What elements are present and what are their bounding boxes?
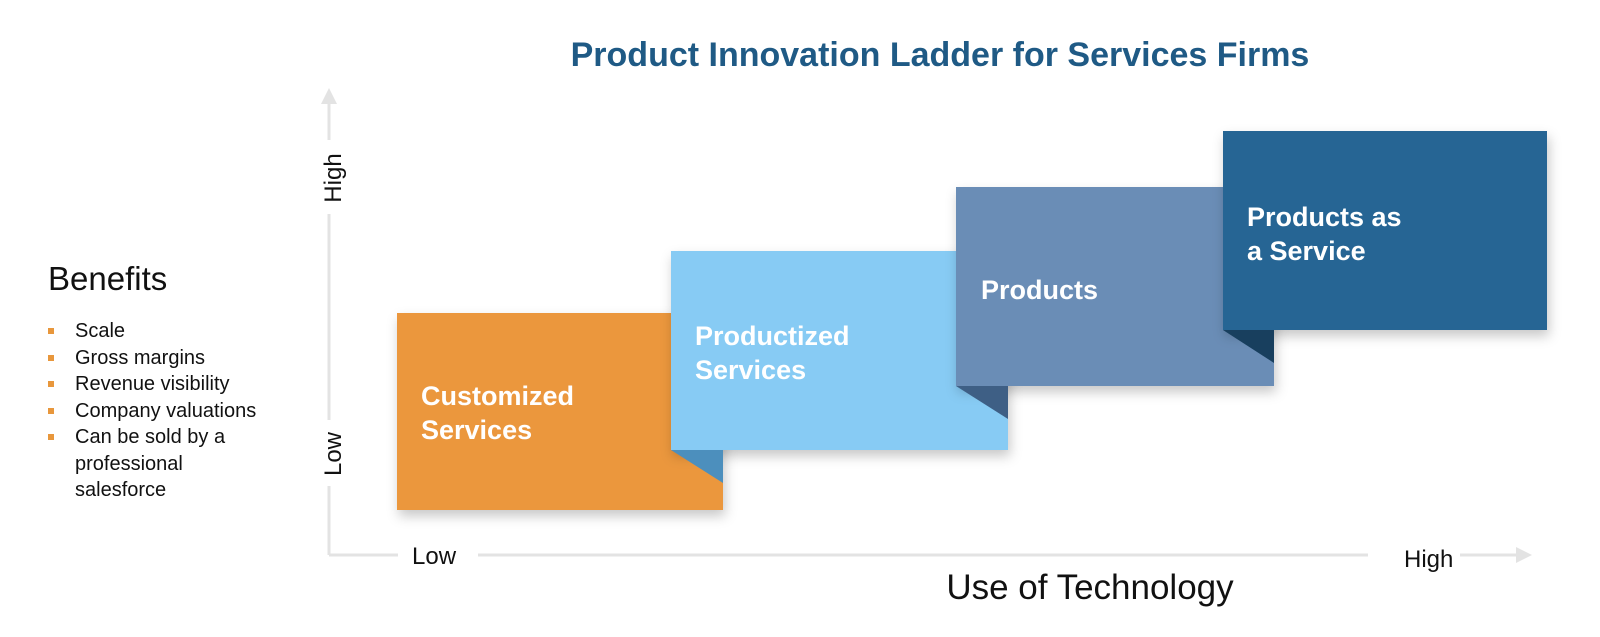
step-4-box [1223, 131, 1547, 330]
step-products [956, 187, 1274, 419]
step-3-fold [956, 386, 1008, 419]
benefits-panel: Benefits Scale Gross margins Revenue vis… [48, 260, 318, 504]
step-2-label-line-1: Productized [695, 321, 850, 351]
list-item: Can be sold by a professional salesforce [48, 424, 275, 504]
step-customized-services [397, 313, 723, 510]
bullet-icon [48, 354, 54, 361]
step-2-box [671, 251, 1008, 450]
bullet-icon [48, 434, 54, 440]
list-item: Gross margins [48, 345, 318, 372]
x-axis-arrow-icon [1516, 547, 1532, 563]
step-1-label-line-1: Customized [421, 381, 575, 411]
step-3-box [956, 187, 1274, 386]
benefit-text: Gross margins [75, 346, 206, 369]
step-3-label-line-1: Products [981, 275, 1099, 305]
bullet-icon [48, 381, 54, 387]
step-products-as-a-service [1223, 131, 1547, 363]
y-axis-high-label: High [320, 153, 347, 203]
step-4-label-line-1: Products as [1247, 202, 1402, 232]
step-1-box [397, 313, 723, 510]
list-item: Scale [48, 318, 318, 345]
list-item: Company valuations [48, 398, 318, 425]
bullet-icon [48, 328, 54, 334]
step-1-label: Customized Services [421, 379, 574, 447]
y-axis [321, 88, 337, 555]
benefits-heading: Benefits [48, 260, 168, 297]
step-2-fold [671, 450, 723, 483]
step-1-label-line-2: Services [421, 415, 533, 445]
x-axis-high-label: High [1404, 546, 1454, 573]
x-axis-low-label: Low [412, 543, 457, 570]
step-4-label-line-2: a Service [1247, 236, 1366, 266]
benefit-text: Revenue visibility [75, 373, 230, 395]
step-2-label: Productized Services [695, 319, 850, 387]
x-axis [329, 547, 1532, 563]
bullet-icon [48, 407, 54, 414]
step-4-label: Products as a Service [1247, 200, 1402, 268]
step-4-fold [1223, 330, 1274, 363]
y-axis-arrow-icon [321, 88, 337, 104]
step-3-label: Products [981, 273, 1098, 307]
x-axis-title: Use of Technology [946, 568, 1234, 607]
step-2-label-line-2: Services [695, 355, 807, 385]
benefit-text: Scale [75, 320, 126, 342]
diagram-title: Product Innovation Ladder for Services F… [570, 36, 1310, 74]
benefits-list: Scale Gross margins Revenue visibility C… [48, 318, 318, 504]
step-productized-services [671, 251, 1008, 483]
list-item: Revenue visibility [48, 371, 318, 398]
y-axis-low-label: Low [320, 431, 347, 477]
benefit-text: Can be sold by a professional salesforce [75, 426, 226, 501]
benefit-text: Company valuations [75, 399, 257, 422]
